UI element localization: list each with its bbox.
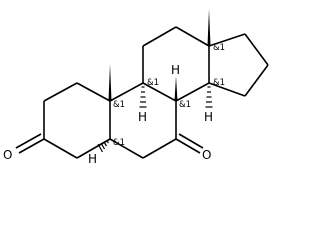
stereo-marker-c13: &1 bbox=[213, 43, 225, 53]
stereo-marker-c14: &1 bbox=[213, 78, 225, 88]
methyl-c13-wedge bbox=[207, 9, 211, 46]
methyl-c10-wedge bbox=[108, 64, 112, 101]
stereo-marker-c8: &1 bbox=[179, 100, 191, 110]
stereo-marker-c9: &1 bbox=[147, 78, 159, 88]
stereo-hydrogens bbox=[97, 76, 213, 153]
stereo-marker-c5: &1 bbox=[113, 138, 125, 148]
h-c14-hash bbox=[205, 86, 213, 108]
hydrogen-c5-label: H bbox=[88, 152, 97, 166]
hydrogen-c8-label: H bbox=[171, 63, 180, 77]
ring-b bbox=[109, 82, 177, 159]
ring-a bbox=[43, 82, 111, 159]
ring-d bbox=[208, 33, 269, 97]
stereo-marker-c10: &1 bbox=[113, 100, 125, 110]
methyl-groups bbox=[108, 9, 211, 101]
carbonyl-c7 bbox=[175, 133, 204, 154]
ring-c bbox=[142, 26, 210, 102]
h-c5-hash bbox=[97, 140, 109, 153]
oxygen-c3-label: O bbox=[3, 148, 12, 162]
hydrogen-c9-label: H bbox=[138, 110, 147, 124]
h-c9-hash bbox=[139, 86, 147, 108]
carbonyl-c3 bbox=[15, 133, 45, 154]
oxygen-c7-label: O bbox=[202, 148, 211, 162]
h-c8-wedge bbox=[174, 76, 178, 101]
hydrogen-c14-label: H bbox=[204, 110, 213, 124]
steroid-structure-diagram: O O H H H H &1 &1 &1 &1 &1 &1 bbox=[3, 9, 269, 166]
